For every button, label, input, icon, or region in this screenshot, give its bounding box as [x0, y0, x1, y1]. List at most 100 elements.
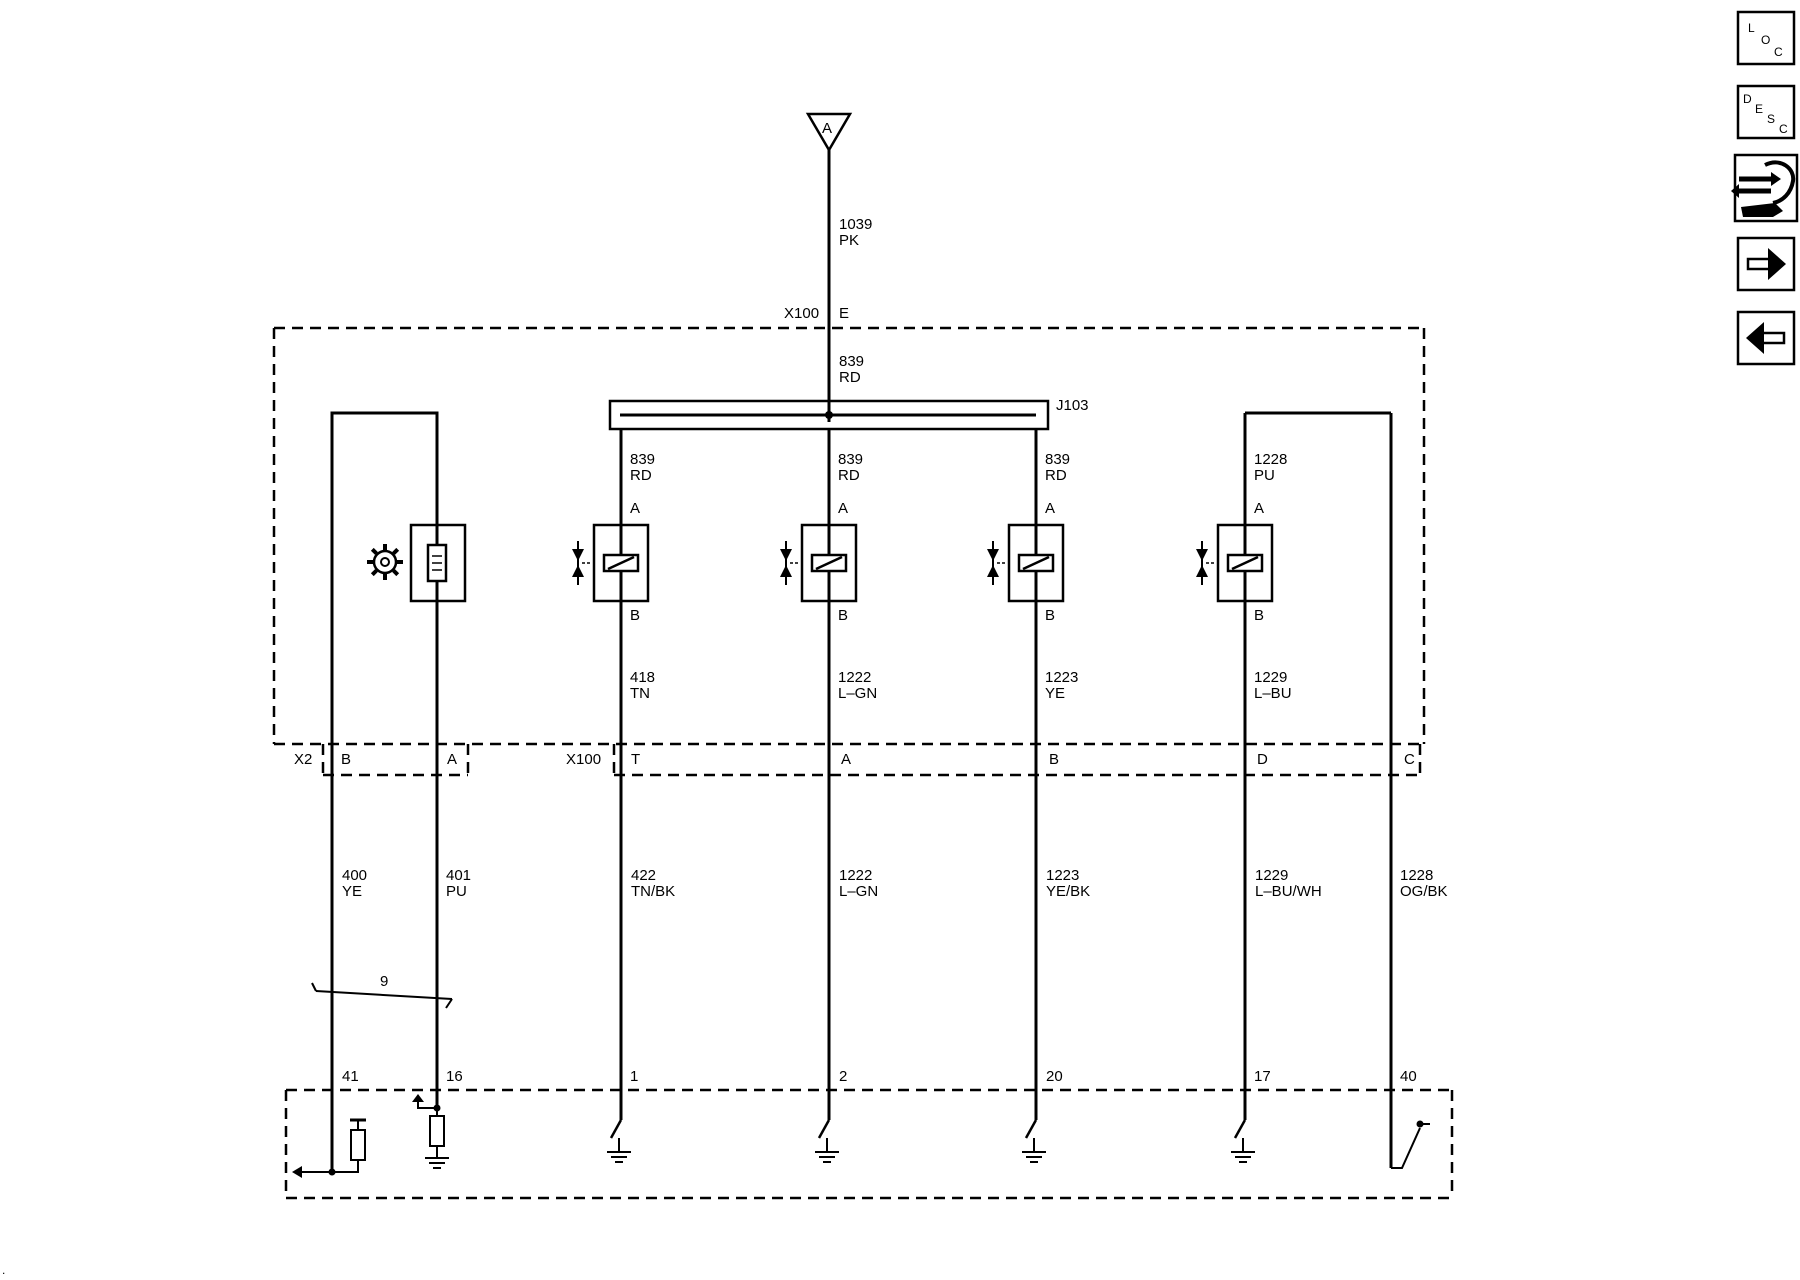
harness-wires	[330, 413, 1393, 1172]
x100-pin-c: C	[1404, 751, 1415, 768]
harness-422-color: TN/BK	[631, 883, 675, 900]
solenoid-2-bottom-color: L–GN	[838, 685, 877, 702]
x100-pin-t: T	[631, 751, 640, 768]
solenoid-2-top-circuit: 839	[838, 451, 863, 468]
solenoid-3-pin-a: A	[1045, 500, 1055, 517]
gear-icon	[367, 544, 403, 580]
solenoid-4-pin-a: A	[1254, 500, 1264, 517]
driver-switch-1	[609, 1119, 623, 1139]
harness-1222-color: L–GN	[839, 883, 878, 900]
solenoid-2-coil-slash	[815, 555, 843, 571]
speed-input-circuit-16	[412, 1094, 449, 1169]
solenoid-3-coil-slash	[1022, 555, 1050, 571]
solenoid-1-top-color: RD	[630, 467, 652, 484]
module-feed-color: RD	[839, 369, 861, 386]
solenoid-4-coil-slash	[1231, 555, 1259, 571]
harness-1223-color: YE/BK	[1046, 883, 1090, 900]
solenoid-2-bottom-circuit: 1222	[838, 669, 871, 686]
harness-1228-color: OG/BK	[1400, 883, 1448, 900]
controller-pin-20: 20	[1046, 1068, 1063, 1085]
speed-input-circuit-41	[292, 1118, 366, 1178]
solenoid-1-top-circuit: 839	[630, 451, 655, 468]
previous-page-button[interactable]	[1736, 310, 1796, 366]
solenoid-1-pin-a: A	[630, 500, 640, 517]
driver-switch-3	[1024, 1119, 1038, 1139]
twisted-pair-symbol	[311, 982, 453, 1009]
x100-pin-a: A	[841, 751, 851, 768]
controller-pin-17: 17	[1254, 1068, 1271, 1085]
solenoid-3-bottom-color: YE	[1045, 685, 1065, 702]
solenoid-4-top-circuit: 1228	[1254, 451, 1287, 468]
harness-1229-color: L–BU/WH	[1255, 883, 1322, 900]
high-side-switch-40	[1391, 1120, 1430, 1169]
x100-connector-label: X100	[566, 751, 601, 768]
x100-pin-d: D	[1257, 751, 1268, 768]
loc-letter-c: C	[1774, 45, 1783, 59]
x2-pin-a: A	[447, 751, 457, 768]
solenoid-3-top-circuit: 839	[1045, 451, 1070, 468]
feed-circuit-number: 1039	[839, 216, 872, 233]
controller-boundary	[284, 1088, 1454, 1200]
solenoid-4-top-color: PU	[1254, 467, 1275, 484]
x100-top-pin: E	[839, 305, 849, 322]
harness-1228-circuit: 1228	[1400, 867, 1433, 884]
harness-1229-circuit: 1229	[1255, 867, 1288, 884]
solenoid-3-top-color: RD	[1045, 467, 1067, 484]
harness-400-circuit: 400	[342, 867, 367, 884]
solenoid-4-bottom-color: L–BU	[1254, 685, 1292, 702]
twisted-pair-label: 9	[380, 973, 388, 990]
valve-arrow-icon	[572, 549, 584, 561]
harness-1223-circuit: 1223	[1046, 867, 1079, 884]
solenoid-1-pin-b: B	[630, 607, 640, 624]
harness-400-color: YE	[342, 883, 362, 900]
harness-422-circuit: 422	[631, 867, 656, 884]
desc-letter-c: C	[1779, 122, 1788, 136]
solenoid-4-pin-b: B	[1254, 607, 1264, 624]
valve-arrow-icon	[780, 549, 792, 561]
desc-letter-d: D	[1743, 92, 1752, 106]
speed-sensor	[409, 523, 467, 603]
next-page-button[interactable]	[1736, 236, 1796, 292]
desc-letter-e: E	[1755, 102, 1763, 116]
solenoid-3-pin-b: B	[1045, 607, 1055, 624]
solenoid-1-coil-slash	[607, 555, 635, 571]
x2-connector-label: X2	[294, 751, 312, 768]
connector-wrench-button[interactable]	[1731, 153, 1799, 223]
driver-switch-4	[1233, 1119, 1247, 1139]
controller-pin-1: 1	[630, 1068, 638, 1085]
controller-pin-16: 16	[446, 1068, 463, 1085]
splice-label: J103	[1056, 397, 1089, 414]
harness-401-color: PU	[446, 883, 467, 900]
arrow-left-icon	[1746, 322, 1786, 354]
module-boundary	[272, 326, 1426, 746]
valve-arrow-icon	[572, 565, 584, 577]
top-connector-label: A	[822, 120, 832, 137]
x2-pin-b: B	[341, 751, 351, 768]
valve-arrow-icon	[1196, 565, 1208, 577]
connector-wrench-icon	[1731, 160, 1796, 217]
desc-letter-s: S	[1767, 112, 1775, 126]
x100-top-connector-label: X100	[784, 305, 819, 322]
harness-401-circuit: 401	[446, 867, 471, 884]
solenoid-1-bottom-circuit: 418	[630, 669, 655, 686]
module-feed-circuit: 839	[839, 353, 864, 370]
controller-pin-2: 2	[839, 1068, 847, 1085]
x2-connector-boundary	[321, 744, 470, 777]
solenoid-1-bottom-color: TN	[630, 685, 650, 702]
low-side-driver-group	[607, 1119, 1255, 1163]
solenoid-3-bottom-circuit: 1223	[1045, 669, 1078, 686]
desc-button[interactable]: D E S C	[1736, 84, 1796, 140]
valve-arrow-icon	[987, 549, 999, 561]
solenoid-4-bottom-circuit: 1229	[1254, 669, 1287, 686]
loc-letter-o: O	[1761, 33, 1770, 47]
loc-button[interactable]: L O C	[1736, 10, 1796, 66]
solenoid-group: 839RDAB418TN839RDAB1222L–GN839RDAB1223YE…	[572, 413, 1292, 745]
controller-pin-41: 41	[342, 1068, 359, 1085]
x100-pin-b: B	[1049, 751, 1059, 768]
solenoid-2-pin-b: B	[838, 607, 848, 624]
corner-mark: .	[2, 1263, 5, 1277]
solenoid-2-top-color: RD	[838, 467, 860, 484]
loc-letter-l: L	[1748, 21, 1755, 35]
top-connector-symbol: A	[805, 112, 853, 153]
